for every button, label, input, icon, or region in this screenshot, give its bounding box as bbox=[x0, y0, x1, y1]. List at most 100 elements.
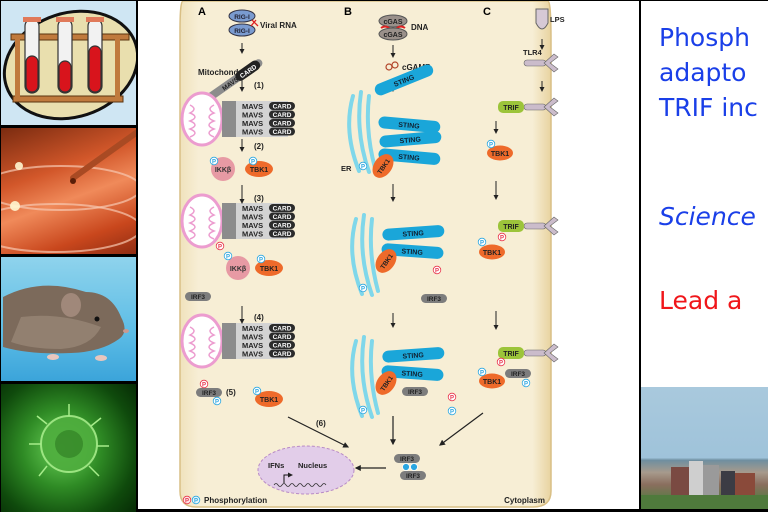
irf3-label: IRF3 bbox=[191, 294, 205, 301]
svg-text:TBK1: TBK1 bbox=[260, 266, 278, 273]
phosphorylation-mark: P bbox=[447, 406, 457, 415]
phosphorylation-mark: P bbox=[256, 254, 266, 263]
mitochondria-label: Mitochondria bbox=[198, 68, 249, 77]
ifns-label: IFNs bbox=[268, 461, 284, 470]
svg-text:P: P bbox=[450, 409, 454, 415]
svg-text:MAVS: MAVS bbox=[242, 102, 263, 111]
svg-text:RIG-I: RIG-I bbox=[234, 28, 250, 35]
svg-text:P: P bbox=[480, 240, 484, 246]
svg-text:P: P bbox=[435, 268, 439, 274]
svg-text:P: P bbox=[480, 370, 484, 376]
phosphorylation-mark: P bbox=[358, 283, 368, 292]
lead-author-line: Lead a bbox=[659, 286, 743, 315]
svg-text:TBK1: TBK1 bbox=[483, 379, 501, 386]
svg-text:TBK1: TBK1 bbox=[483, 250, 501, 257]
tlr4-label: TLR4 bbox=[523, 48, 543, 57]
panel-a: RIG-I RIG-I Viral RNA Mitochondria MAVS … bbox=[180, 9, 350, 448]
phosphorylation-mark: P bbox=[497, 232, 507, 241]
test-tubes-clipart bbox=[1, 1, 137, 125]
virus-image bbox=[1, 384, 136, 512]
svg-text:P: P bbox=[361, 286, 365, 292]
svg-text:P: P bbox=[361, 164, 365, 170]
journal-name: Science bbox=[659, 202, 756, 231]
svg-text:MAVS: MAVS bbox=[242, 111, 263, 120]
svg-text:MAVS: MAVS bbox=[242, 333, 263, 342]
svg-text:(3): (3) bbox=[254, 194, 264, 203]
svg-text:CARD: CARD bbox=[273, 231, 292, 238]
svg-text:TRIF: TRIF bbox=[503, 224, 519, 231]
thumbnail-strip bbox=[0, 0, 137, 512]
svg-text:CARD: CARD bbox=[273, 104, 292, 111]
svg-text:CARD: CARD bbox=[273, 214, 292, 221]
phosphorylation-mark: P bbox=[209, 156, 219, 165]
svg-text:STING: STING bbox=[401, 248, 423, 257]
svg-text:IKKβ: IKKβ bbox=[230, 266, 247, 273]
title-line-1: Phosph bbox=[659, 23, 750, 52]
title-line-2: adapto bbox=[659, 58, 747, 87]
svg-text:CARD: CARD bbox=[273, 343, 292, 350]
svg-text:(1): (1) bbox=[254, 81, 264, 90]
mouse-photo bbox=[1, 257, 136, 381]
svg-text:TBK1: TBK1 bbox=[260, 397, 278, 404]
svg-text:CARD: CARD bbox=[273, 223, 292, 230]
svg-text:IRF3: IRF3 bbox=[400, 456, 414, 463]
phosphorylation-mark: P bbox=[521, 378, 531, 387]
svg-text:P: P bbox=[226, 254, 230, 260]
svg-text:IRF3: IRF3 bbox=[427, 296, 441, 303]
svg-text:MAVS: MAVS bbox=[242, 213, 263, 222]
phosphorylation-mark: P bbox=[199, 379, 209, 388]
phosphorylation-mark: P bbox=[223, 251, 233, 260]
phosphorylation-mark: P bbox=[248, 156, 258, 165]
tbk1-label: TBK1 bbox=[250, 167, 268, 174]
svg-text:P: P bbox=[524, 381, 528, 387]
svg-text:MAVS: MAVS bbox=[242, 119, 263, 128]
nucleus: IFNs Nucleus bbox=[257, 445, 355, 495]
irf3-dimer: IRF3 IRF3 bbox=[394, 454, 426, 480]
panel-b: cGAS cGAS DNA cGAMP STINGSTINGSTINGSTING… bbox=[341, 14, 447, 446]
legend-label: Phosphorylation bbox=[204, 496, 267, 505]
phosphorylation-mark: P bbox=[477, 237, 487, 246]
svg-text:P: P bbox=[259, 257, 263, 263]
city-skyline-photo bbox=[641, 387, 768, 509]
lps-label: LPS bbox=[550, 15, 565, 24]
svg-text:MAVS: MAVS bbox=[242, 204, 263, 213]
petri-dishes-photo bbox=[0, 128, 137, 254]
pathway-figure: A B C RIG-I RIG-I Viral RNA Mitochondria… bbox=[138, 1, 639, 509]
svg-text:TBK1: TBK1 bbox=[491, 151, 509, 158]
svg-text:P: P bbox=[212, 159, 216, 165]
phosphorylation-mark: P bbox=[358, 161, 368, 170]
svg-text:P: P bbox=[489, 142, 493, 148]
svg-text:P: P bbox=[218, 244, 222, 250]
panel-label-c: C bbox=[483, 6, 491, 18]
svg-text:(2): (2) bbox=[254, 142, 264, 151]
cgas-label: cGAS bbox=[383, 19, 402, 26]
svg-text:MAVS: MAVS bbox=[242, 221, 263, 230]
svg-text:STING: STING bbox=[402, 230, 424, 239]
svg-text:CARD: CARD bbox=[273, 326, 292, 333]
svg-text:CARD: CARD bbox=[273, 112, 292, 119]
dna-label: DNA bbox=[411, 23, 429, 32]
svg-text:CARD: CARD bbox=[273, 121, 292, 128]
svg-text:(4): (4) bbox=[254, 313, 264, 322]
svg-text:P: P bbox=[499, 360, 503, 366]
phosphorylation-mark: P bbox=[496, 357, 506, 366]
svg-text:MAVS: MAVS bbox=[242, 341, 263, 350]
svg-text:P: P bbox=[251, 159, 255, 165]
phosphorylation-mark: P bbox=[477, 367, 487, 376]
svg-text:STING: STING bbox=[398, 154, 420, 163]
er-label: ER bbox=[341, 164, 352, 173]
svg-text:TRIF: TRIF bbox=[503, 105, 519, 112]
panel-label-a: A bbox=[198, 6, 206, 18]
svg-text:STING: STING bbox=[399, 136, 421, 145]
svg-text:IRF3: IRF3 bbox=[408, 389, 422, 396]
tlr4-receptor bbox=[523, 53, 559, 73]
svg-text:STING: STING bbox=[401, 370, 423, 379]
tlr4-receptor: TRIF bbox=[498, 343, 559, 363]
phosphorylation-mark: P bbox=[432, 265, 442, 274]
svg-text:P: P bbox=[255, 389, 259, 395]
panel-label-b: B bbox=[344, 6, 352, 18]
